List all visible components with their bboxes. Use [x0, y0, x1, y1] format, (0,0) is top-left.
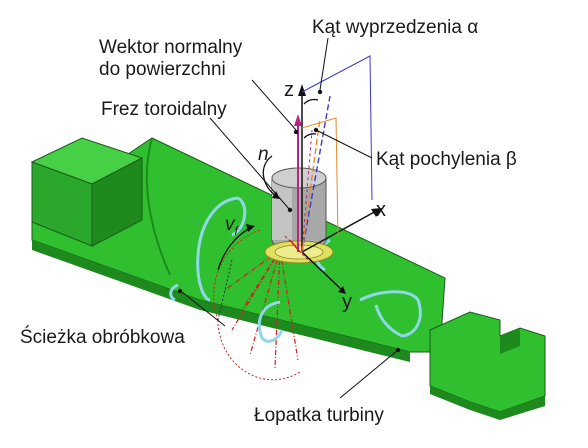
lead-angle-label: Kąt wyprzedzenia α: [312, 17, 479, 38]
axis-x-label: x: [376, 199, 386, 221]
normal-vector-label-line1: Wektor normalny: [99, 37, 243, 58]
axis-y-label: y: [342, 291, 352, 313]
toroidal-cutter-label: Frez toroidalny: [101, 99, 227, 120]
normal-vector: [294, 114, 302, 252]
toolpath-label: Ścieżka obróbkowa: [20, 327, 185, 348]
angle-planes: [284, 55, 373, 263]
n-label: n: [258, 144, 269, 165]
feed-velocity-arrow: [217, 224, 255, 271]
leader-lines: [181, 37, 399, 399]
turbine-blade: [30, 137, 546, 420]
n-arrow: [262, 155, 280, 199]
coordinate-frame: [298, 84, 382, 294]
normal-vector-label-line2: do powierzchni: [99, 59, 226, 80]
leader-dots: [177, 89, 401, 353]
blade-label: Łopatka turbiny: [254, 405, 384, 426]
tilt-angle-label: Kąt pochylenia β: [376, 149, 517, 170]
toolpath-loops: [169, 196, 422, 343]
vf-main: v: [225, 214, 235, 235]
vf-sub: f: [234, 223, 238, 238]
axis-z-label: z: [284, 79, 294, 101]
vf-label: vf: [225, 215, 238, 237]
